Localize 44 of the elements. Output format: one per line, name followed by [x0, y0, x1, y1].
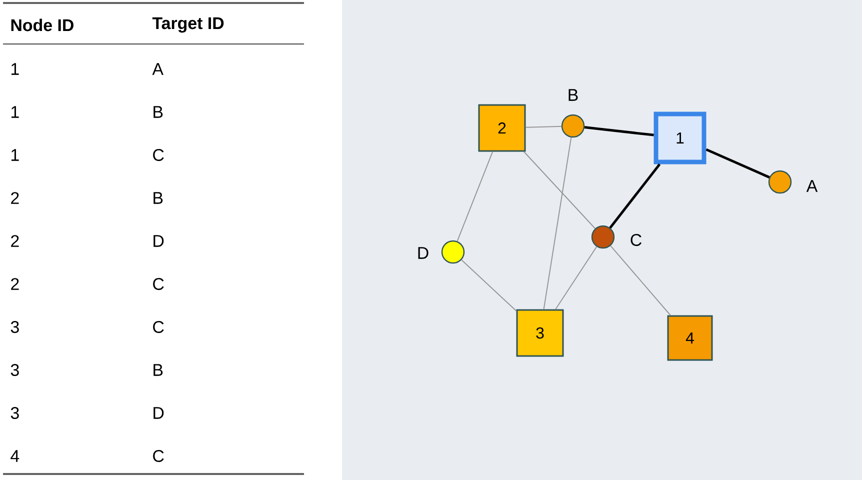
table-cell: 1	[12, 106, 19, 118]
connector-line	[706, 148, 770, 178]
node-label: D	[418, 247, 428, 259]
table-cell: B	[154, 106, 163, 118]
table-cell: C	[153, 149, 164, 161]
connector-line	[525, 126, 562, 128]
table-cell: B	[154, 364, 163, 376]
connector-line	[584, 126, 654, 136]
table-cell: 2	[11, 235, 19, 247]
circle-node	[441, 240, 465, 264]
table-cell: B	[154, 192, 163, 204]
square-node: 3	[516, 309, 564, 357]
square-node: 2	[478, 104, 526, 152]
table-cell: D	[154, 407, 164, 419]
connector-line	[456, 151, 494, 242]
connector-line	[555, 246, 598, 310]
square-node: 1	[654, 112, 706, 164]
square-node: 4	[667, 315, 713, 361]
table-cell: A	[152, 63, 164, 75]
table-cell: C	[153, 321, 164, 333]
column-header: Node ID	[11, 18, 74, 32]
table-cell: D	[154, 235, 164, 247]
table-cell: 3	[10, 321, 19, 333]
table-cell: 3	[10, 364, 19, 376]
connector-line	[610, 245, 671, 316]
table-cell: 3	[10, 407, 19, 419]
connector-line	[609, 163, 661, 229]
node-label: C	[630, 234, 642, 246]
table-cell: 2	[11, 278, 19, 290]
table-cell: 1	[12, 63, 19, 75]
connector-line	[461, 259, 517, 312]
table-cell: C	[153, 450, 164, 462]
circle-node	[591, 225, 615, 249]
column-header: Target ID	[152, 17, 224, 33]
table-cell: 2	[11, 192, 19, 204]
circle-node	[561, 114, 585, 138]
connector-line	[543, 136, 572, 310]
table-cell: 1	[12, 149, 19, 161]
circle-node	[768, 170, 792, 194]
node-label: B	[568, 89, 578, 101]
table-cell: 4	[10, 450, 20, 462]
node-label: A	[806, 180, 818, 192]
table-cell: C	[153, 278, 164, 290]
connector-line	[524, 151, 596, 229]
